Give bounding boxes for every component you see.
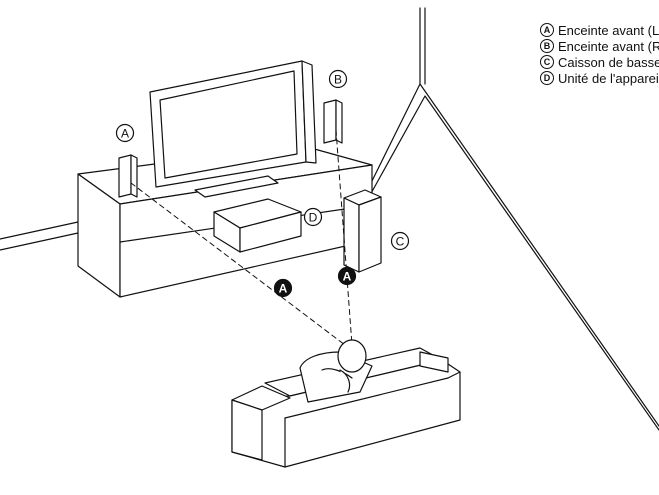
legend-label-unit: Unité de l'appareil — [558, 70, 659, 86]
distance-callout-right: A — [337, 266, 357, 286]
room-walls — [0, 7, 659, 431]
legend-item-front-right: B Enceinte avant (R) — [540, 38, 659, 54]
callout-speaker-right: B — [328, 69, 348, 89]
legend-label-subwoofer: Caisson de basses — [558, 54, 659, 70]
distance-callout-left: A — [273, 278, 293, 298]
callout-subwoofer: C — [390, 231, 410, 251]
legend-marker-a: A — [540, 23, 554, 37]
main-unit — [213, 198, 302, 253]
callout-speaker-right-text: B — [334, 73, 342, 87]
subwoofer — [343, 189, 382, 273]
legend-label-front-right: Enceinte avant (R) — [558, 38, 659, 54]
callout-unit-text: D — [309, 211, 318, 225]
listener — [299, 339, 373, 403]
legend-label-front-left: Enceinte avant (L) — [558, 22, 659, 38]
legend-item-front-left: A Enceinte avant (L) — [540, 22, 659, 38]
legend-marker-c: C — [540, 55, 554, 69]
tv-set — [149, 60, 317, 198]
legend-item-unit: D Unité de l'appareil — [540, 70, 659, 86]
callout-unit: D — [303, 207, 323, 227]
distance-callout-right-text: A — [343, 270, 352, 284]
callout-speaker-left-text: A — [121, 127, 129, 141]
legend-item-subwoofer: C Caisson de basses — [540, 54, 659, 70]
speaker-front-left — [118, 154, 138, 198]
legend-marker-d: D — [540, 71, 554, 85]
distance-lines — [130, 129, 353, 346]
legend: A Enceinte avant (L) B Enceinte avant (R… — [540, 22, 659, 86]
distance-callout-left-text: A — [279, 282, 288, 296]
speaker-front-right — [323, 99, 343, 144]
callout-speaker-left: A — [115, 123, 135, 143]
legend-marker-b: B — [540, 39, 554, 53]
callout-subwoofer-text: C — [396, 235, 405, 249]
